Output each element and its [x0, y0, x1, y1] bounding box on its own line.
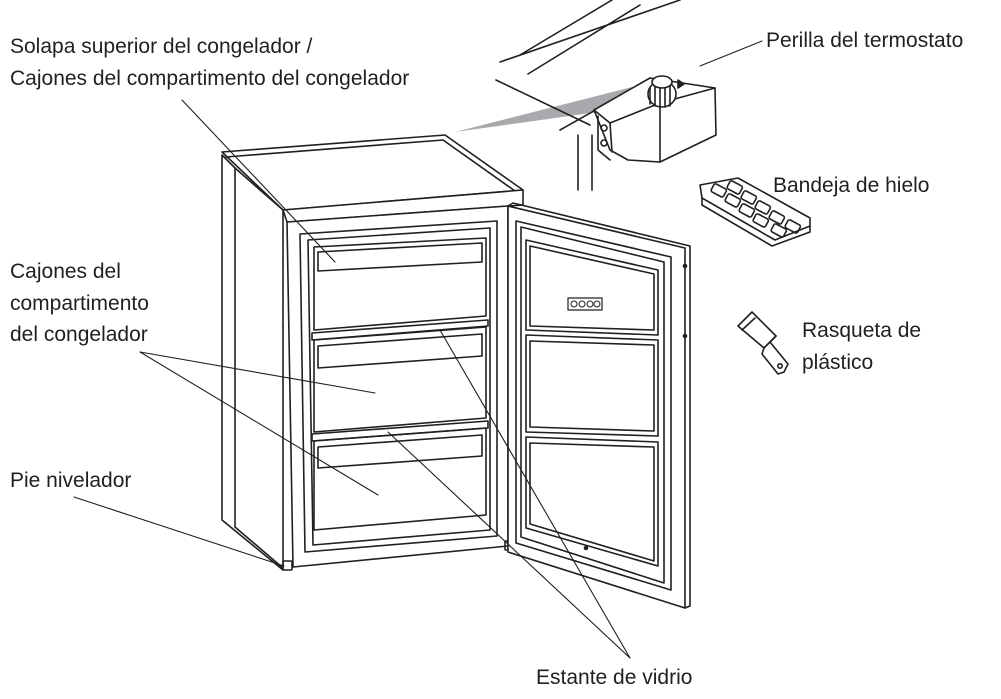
- label-scraper-line2: plástico: [802, 351, 874, 374]
- leader-glass-shelf-2: [387, 431, 631, 659]
- label-freezer-flap-line2: Cajones del compartimento del congelador: [10, 67, 410, 90]
- thermostat-detail: [495, 0, 717, 191]
- leveling-foot-mark: [282, 560, 293, 571]
- label-drawers-line2: compartimento: [10, 292, 149, 315]
- label-leveling-foot: Pie nivelador: [10, 469, 132, 492]
- label-glass-shelf: Estante de vidrio: [536, 666, 693, 689]
- leader-drawer-middle: [139, 351, 376, 394]
- freezer-drawers: [311, 237, 489, 531]
- label-drawers-line3: del congelador: [10, 323, 148, 346]
- cabinet-body: [221, 134, 524, 571]
- leader-leveling-foot: [73, 496, 285, 567]
- leader-drawer-bottom: [139, 351, 379, 496]
- label-ice-tray: Bandeja de hielo: [773, 174, 930, 197]
- label-freezer-flap-line1: Solapa superior del congelador /: [10, 35, 313, 58]
- leader-glass-shelf-1: [439, 329, 631, 659]
- label-scraper-line1: Rasqueta de: [802, 319, 922, 342]
- leader-thermostat: [699, 40, 763, 67]
- plastic-scraper-illustration: [737, 311, 789, 375]
- leader-freezer-flap: [181, 99, 336, 263]
- ice-tray-illustration: [699, 177, 811, 247]
- open-door: [507, 202, 691, 609]
- leader-lines: [73, 40, 763, 659]
- label-drawers-line1: Cajones del: [10, 260, 121, 283]
- label-thermostat-knob: Perilla del termostato: [766, 29, 964, 52]
